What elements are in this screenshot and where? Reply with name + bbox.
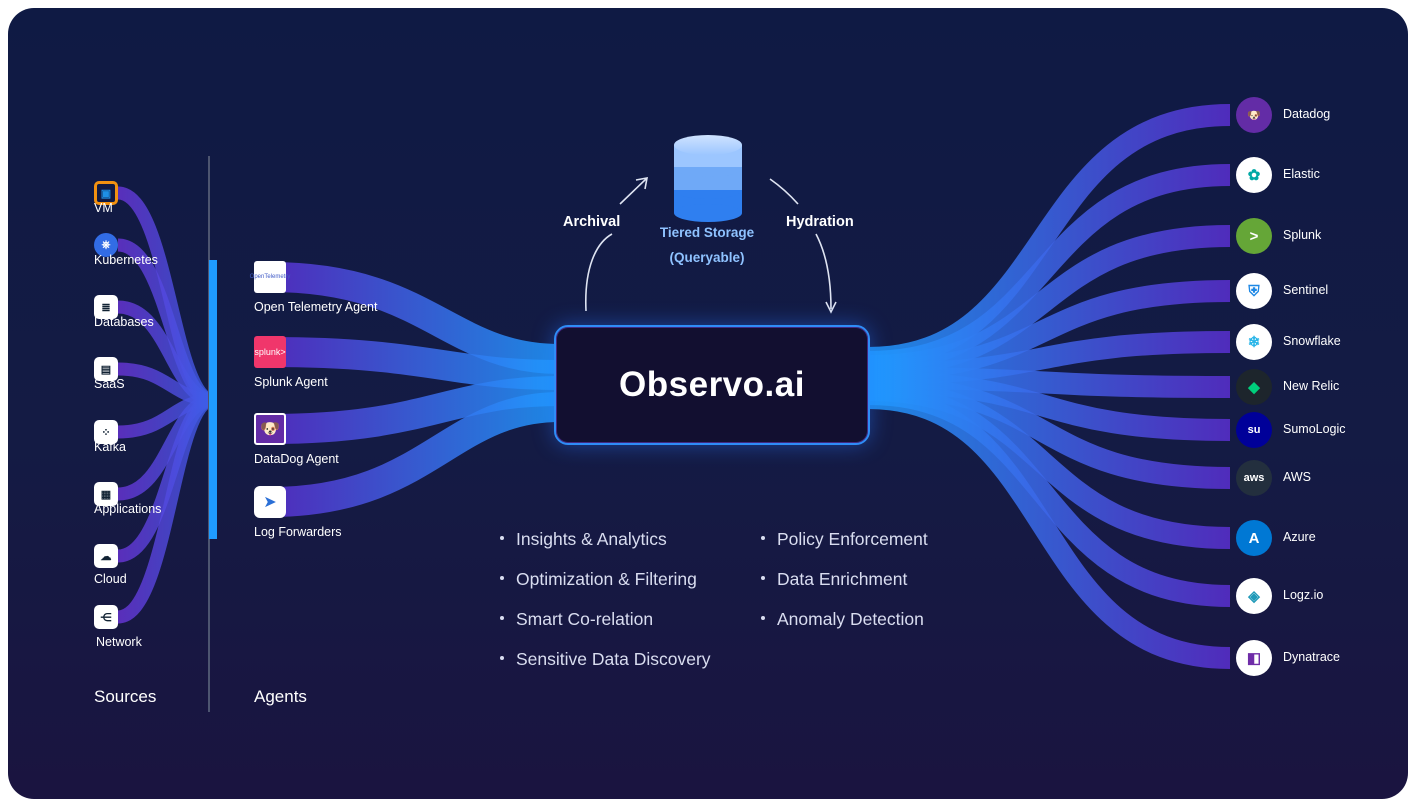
bullet-icon	[500, 536, 504, 541]
source-label: Kafka	[94, 440, 126, 454]
feature-text: Sensitive Data Discovery	[516, 649, 711, 669]
source-label: VM	[94, 201, 113, 215]
bullet-icon	[500, 616, 504, 621]
source-label: Applications	[94, 502, 162, 516]
destination-label: Logz.io	[1283, 588, 1324, 602]
agent-flow	[269, 392, 561, 517]
source-label: SaaS	[94, 377, 125, 391]
storage-title: Tiered Storage	[659, 225, 755, 240]
datadog-icon: 🐶	[1236, 97, 1272, 133]
feature-text: Data Enrichment	[777, 569, 908, 589]
destination-label: Snowflake	[1283, 334, 1341, 348]
agent-label: Log Forwarders	[254, 525, 342, 539]
destination-label: Sentinel	[1283, 283, 1329, 297]
kubernetes-icon: ⎈	[94, 233, 118, 257]
destination-label: AWS	[1283, 470, 1312, 484]
source-label: Network	[96, 635, 142, 649]
sumologic-icon: su	[1236, 412, 1272, 448]
source-label: Databases	[94, 315, 154, 329]
feature-text: Anomaly Detection	[777, 609, 924, 629]
opentelemetry-icon: OpenTelemetry	[250, 261, 290, 293]
agent-flow	[269, 337, 561, 390]
bullet-icon	[761, 576, 765, 581]
bullet-icon	[761, 536, 765, 541]
feature-item: Smart Co-relation	[500, 609, 653, 630]
feature-item: Policy Enforcement	[761, 529, 928, 550]
network-icon: ⋲	[94, 605, 118, 629]
logzio-icon: ◈	[1236, 578, 1272, 614]
vm-icon: ▣	[94, 181, 118, 205]
agent-label: Open Telemetry Agent	[254, 300, 378, 314]
newrelic-icon: ◆	[1236, 369, 1272, 405]
destination-label: Elastic	[1283, 167, 1320, 181]
destination-label: Datadog	[1283, 107, 1331, 121]
destination-label: Azure	[1283, 530, 1316, 544]
storage-subtitle: (Queryable)	[669, 250, 745, 265]
feature-text: Smart Co-relation	[516, 609, 654, 629]
splunk-agent-icon: splunk>	[254, 336, 286, 368]
feature-item: Insights & Analytics	[500, 529, 667, 550]
bullet-icon	[761, 616, 765, 621]
destination-label: New Relic	[1283, 379, 1340, 393]
sources-heading: Sources	[94, 687, 157, 706]
feature-text: Policy Enforcement	[777, 529, 928, 549]
bullet-icon	[500, 576, 504, 581]
log-forwarder-icon: ➤	[254, 486, 286, 518]
archival-label: Archival	[563, 214, 621, 230]
hub-title: Observo.ai	[619, 365, 805, 404]
aws-icon: aws	[1236, 460, 1272, 496]
feature-text: Optimization & Filtering	[516, 569, 697, 589]
cloud-icon: ☁	[94, 544, 118, 568]
diagram-canvas: ▣VM ⎈Kubernetes ≣Databases ▤SaaS ⁘Kafka ▦Appl…	[8, 8, 1408, 799]
feature-item: Anomaly Detection	[761, 609, 924, 630]
saas-icon: ▤	[94, 357, 118, 381]
flow-lines	[116, 104, 1231, 669]
archival-arrow-icon	[585, 177, 648, 312]
splunk-icon: >	[1236, 218, 1272, 254]
snowflake-icon: ❄	[1236, 324, 1272, 360]
agents-heading: Agents	[254, 687, 307, 706]
feature-text: Insights & Analytics	[516, 529, 667, 549]
hydration-label: Hydration	[786, 214, 854, 230]
agent-label: DataDog Agent	[254, 452, 339, 466]
destination-label: Dynatrace	[1283, 650, 1340, 664]
applications-icon: ▦	[94, 482, 118, 506]
storage-cylinder-icon	[674, 135, 742, 222]
feature-item: Optimization & Filtering	[500, 569, 697, 590]
bullet-icon	[500, 656, 504, 661]
destination-label: Splunk	[1283, 228, 1322, 242]
source-label: Kubernetes	[94, 253, 158, 267]
kafka-icon: ⁘	[94, 420, 118, 444]
database-icon: ≣	[94, 295, 118, 319]
source-label: Cloud	[94, 572, 127, 586]
source-flow	[116, 393, 215, 624]
feature-item: Data Enrichment	[761, 569, 907, 590]
agent-flow	[269, 262, 561, 374]
azure-icon: A	[1236, 520, 1272, 556]
feature-item: Sensitive Data Discovery	[500, 649, 711, 670]
destination-label: SumoLogic	[1283, 422, 1346, 436]
dynatrace-icon: ◧	[1236, 640, 1272, 676]
agents-bar	[209, 260, 217, 539]
observo-hub: Observo.ai	[554, 325, 870, 445]
hydration-arrow-icon	[769, 178, 837, 314]
destination-flow	[867, 387, 1231, 669]
elastic-icon: ✿	[1236, 157, 1272, 193]
datadog-agent-icon: 🐶	[254, 413, 286, 445]
agent-label: Splunk Agent	[254, 375, 328, 389]
agent-flow	[269, 376, 561, 444]
sentinel-icon: ⛨	[1236, 273, 1272, 309]
